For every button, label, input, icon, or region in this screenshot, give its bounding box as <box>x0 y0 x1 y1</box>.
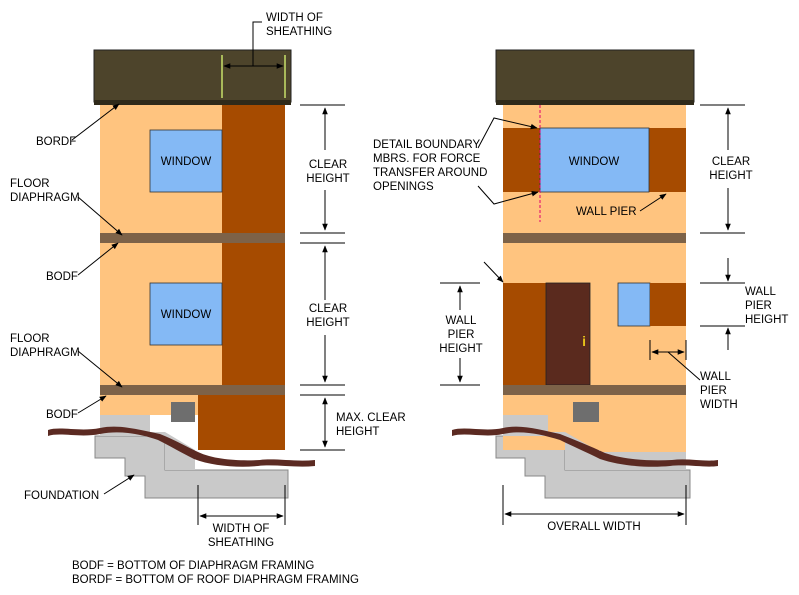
right-detail-boundary-leader-top <box>477 117 538 149</box>
left-bodf-upper-label: BODF <box>46 271 78 283</box>
left-floor-diaphragm-lower-2: DIAPHRAGM <box>10 347 80 359</box>
left-clear-height-upper-2: HEIGHT <box>306 173 349 185</box>
right-pier-upper-right <box>649 128 686 192</box>
left-floor-diaphragm-lower-1: FLOOR <box>10 333 50 345</box>
left-pier-middle <box>222 243 285 385</box>
right-detail-boundary-1: DETAIL BOUNDARY <box>373 139 480 151</box>
left-floor-diaphragm-upper-leader <box>77 196 123 236</box>
right-floor-band-upper <box>503 233 686 243</box>
left-width-of-sheathing-bottom-1: WIDTH OF <box>213 523 270 535</box>
left-floor-diaphragm-upper-1: FLOOR <box>10 178 50 190</box>
right-wall-pier-height-right-3: HEIGHT <box>745 314 788 326</box>
right-foundation-cap <box>503 415 686 470</box>
left-floor-band-lower <box>100 385 285 395</box>
right-wall-pier-height-left-1: WALL <box>446 315 477 327</box>
left-bodf-lower-leader <box>77 395 107 414</box>
left-width-of-sheathing-bottom-2: SHEATHING <box>208 537 274 549</box>
left-bordf-leader <box>71 103 120 141</box>
left-building: WIDTH OF SHEATHING WINDOW WINDOW CLEAR H… <box>10 12 406 549</box>
left-vent <box>171 402 195 422</box>
right-wall-pier-height-right-2: PIER <box>745 300 772 312</box>
left-window-upper <box>149 129 223 193</box>
right-detail-boundary-leader-bottom <box>477 185 539 205</box>
left-width-of-sheathing-top-2: SHEATHING <box>266 26 332 38</box>
right-building: i DETAIL BOUNDARY MBRS. FOR FORCE TRANSF… <box>373 49 788 533</box>
right-wall-pier-width-2: PIER <box>700 385 727 397</box>
right-detail-boundary-3: TRANSFER AROUND <box>373 167 487 179</box>
left-roof-edge <box>94 100 291 105</box>
right-wall-pier-height-left-2: PIER <box>448 329 475 341</box>
left-roof <box>93 49 292 103</box>
left-clear-height-lower-1: CLEAR <box>309 303 347 315</box>
left-bodf-upper-leader <box>77 242 119 276</box>
right-roof <box>495 49 695 103</box>
right-roof-edge <box>496 100 694 105</box>
right-wall-pier-width-3: WIDTH <box>700 399 738 411</box>
right-detail-boundary-4: OPENINGS <box>373 181 434 193</box>
left-floor-diaphragm-lower-leader <box>77 350 123 388</box>
left-bodf-lower-label: BODF <box>46 409 78 421</box>
right-wpw-leader <box>667 351 701 381</box>
left-floor-diaphragm-upper-2: DIAPHRAGM <box>10 192 80 204</box>
right-vent <box>573 402 599 422</box>
left-width-of-sheathing-top-1: WIDTH OF <box>266 12 323 24</box>
legend-bordf: BORDF = BOTTOM OF ROOF DIAPHRAGM FRAMING <box>72 574 359 586</box>
right-window <box>539 127 650 193</box>
left-floor-band-upper <box>100 233 285 243</box>
right-pier-left-leader <box>483 261 504 283</box>
left-window-lower <box>149 282 223 346</box>
right-overall-width-label: OVERALL WIDTH <box>547 521 641 533</box>
right-door <box>545 282 591 386</box>
left-pier-upper <box>222 105 285 233</box>
left-ground <box>48 426 315 467</box>
left-foundation-leader <box>103 474 135 495</box>
left-foundation-label: FOUNDATION <box>24 490 99 502</box>
right-wall-pier-width-1: WALL <box>700 371 731 383</box>
left-max-clear-height-1: MAX. CLEAR <box>336 412 406 424</box>
left-window-upper-label: WINDOW <box>161 156 212 168</box>
right-pier-lower-left <box>503 283 546 385</box>
right-window-small <box>617 282 651 327</box>
left-window-lower-label: WINDOW <box>161 309 212 321</box>
left-bordf-label: BORDF <box>36 136 76 148</box>
right-wall-pier-height-left-3: HEIGHT <box>439 343 482 355</box>
right-wall-pier-leader <box>639 193 667 212</box>
right-floor-band-lower <box>503 385 686 395</box>
right-wall-pier-label: WALL PIER <box>576 206 637 218</box>
left-max-clear-height-2: HEIGHT <box>336 426 379 438</box>
right-clear-height-1: CLEAR <box>712 156 750 168</box>
left-clear-height-lower-2: HEIGHT <box>306 317 349 329</box>
right-door-knob: i <box>582 333 586 349</box>
left-clear-height-upper-1: CLEAR <box>309 159 347 171</box>
right-wall-lower-fill <box>600 395 686 452</box>
right-wall-pier-height-right-1: WALL <box>745 286 776 298</box>
right-window-label: WINDOW <box>569 156 620 168</box>
right-clear-height-2: HEIGHT <box>709 170 752 182</box>
right-pier-lower-right <box>650 283 686 326</box>
legend-bodf: BODF = BOTTOM OF DIAPHRAGM FRAMING <box>72 560 314 572</box>
right-ground <box>452 426 718 467</box>
left-pier-lower <box>198 395 285 450</box>
right-pier-upper-left <box>503 128 540 192</box>
left-sheath-leader-top <box>252 21 262 66</box>
right-detail-boundary-2: MBRS. FOR FORCE <box>373 153 481 165</box>
